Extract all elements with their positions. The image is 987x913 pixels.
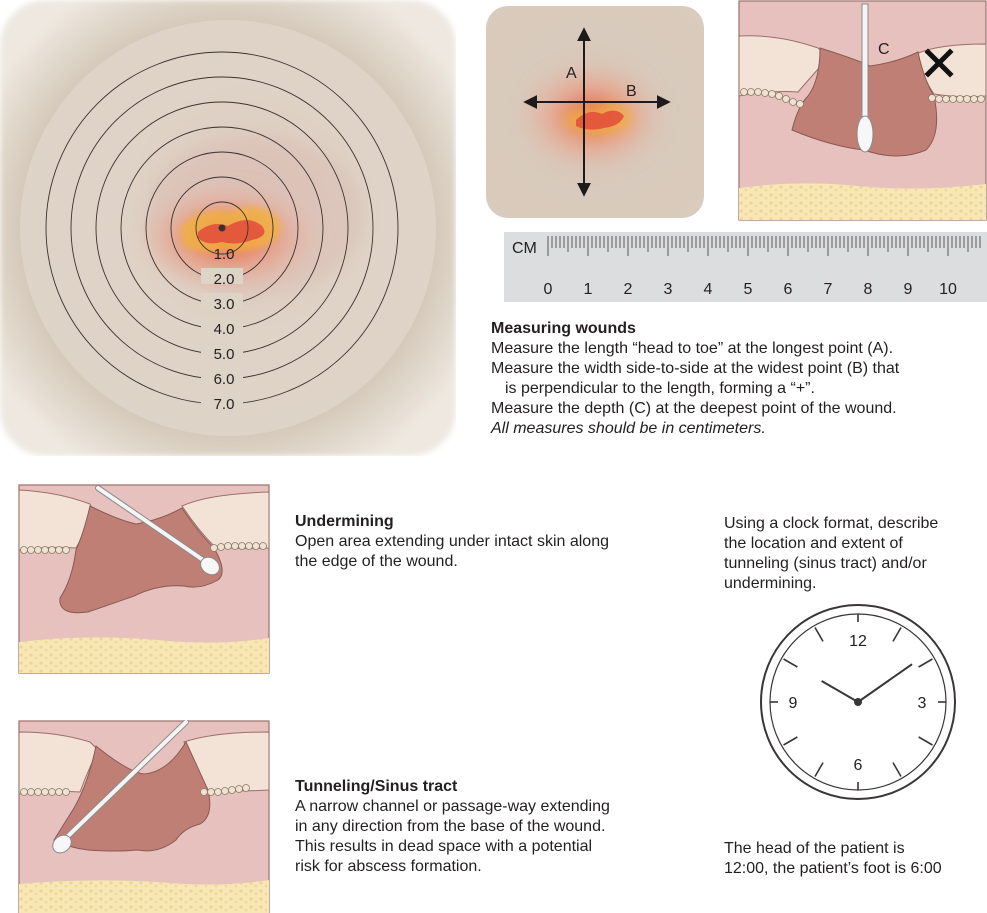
clock-number-3: 3 — [918, 695, 927, 712]
clock-number-9: 9 — [789, 695, 798, 712]
ruler-number: 2 — [624, 281, 633, 298]
tunneling-line-2: in any direction from the base of the wo… — [295, 818, 606, 835]
axis-a-label: A — [566, 65, 577, 82]
x-mark-icon — [924, 48, 954, 78]
undermining-diagram — [18, 484, 270, 674]
clock-face: 12 3 6 9 — [760, 604, 956, 800]
ruler-body — [504, 232, 987, 302]
ruler-number: 7 — [824, 281, 833, 298]
tunneling-heading: Tunneling/Sinus tract — [295, 778, 458, 795]
clock-tick — [892, 762, 902, 777]
wound-measurement-target: 1.0 2.0 3.0 4.0 5.0 6.0 7.0 — [0, 0, 456, 456]
center-dot — [218, 224, 226, 232]
clock-tick — [918, 658, 933, 668]
clock-intro-4: undermining. — [724, 575, 817, 592]
ruler-number: 10 — [939, 281, 957, 298]
undermining-text-block: Undermining Open area extending under in… — [295, 512, 715, 572]
depth-probe-shaft — [861, 3, 869, 121]
clock-tick — [814, 762, 824, 777]
clock-caption: The head of the patient is 12:00, the pa… — [724, 839, 987, 879]
ring-label-1: 1.0 — [214, 246, 235, 263]
ring-label-5: 5.0 — [214, 346, 235, 363]
fat-layer — [739, 183, 986, 220]
measuring-line-4: All measures should be in centimeters. — [491, 420, 766, 437]
measuring-line-2a: Measure the width side-to-side at the wi… — [491, 360, 900, 377]
clock-tick — [814, 627, 824, 642]
measuring-line-3: Measure the depth (C) at the deepest poi… — [491, 400, 897, 417]
clock-tick — [783, 658, 798, 668]
ruler-number: 0 — [544, 281, 553, 298]
ring-label-2: 2.0 — [214, 271, 235, 288]
measuring-text-block: Measuring wounds Measure the length “hea… — [491, 319, 987, 439]
cell-row — [740, 88, 985, 108]
ruler-numbers: 0 1 2 3 4 5 6 7 8 9 10 — [544, 281, 957, 298]
clock-number-12: 12 — [849, 633, 867, 650]
clock-minute-hand — [857, 663, 913, 703]
depth-probe-tip — [856, 115, 874, 153]
measuring-heading: Measuring wounds — [491, 320, 636, 337]
clock-number-6: 6 — [854, 757, 863, 774]
clock-intro-3: tunneling (sinus tract) and/or — [724, 555, 927, 572]
ruler-number: 6 — [784, 281, 793, 298]
clock-center-pin — [854, 698, 862, 706]
length-width-diagram: A B — [486, 6, 704, 218]
depth-cross-section: C — [738, 0, 987, 221]
measuring-line-1: Measure the length “head to toe” at the … — [491, 340, 894, 357]
ruler-number: 4 — [704, 281, 713, 298]
clock-ticks — [770, 614, 946, 790]
ruler-number: 1 — [584, 281, 593, 298]
ruler-number: 3 — [664, 281, 673, 298]
ruler-number: 9 — [904, 281, 913, 298]
undermining-line-1: Open area extending under intact skin al… — [295, 533, 609, 550]
tunneling-line-3: This results in dead space with a potent… — [295, 838, 593, 855]
clock-caption-2: 12:00, the patient’s foot is 6:00 — [724, 860, 942, 877]
ruler-ticks — [547, 236, 981, 256]
ring-label-7: 7.0 — [214, 396, 235, 413]
undermining-line-2: the edge of the wound. — [295, 553, 458, 570]
tunneling-wound — [53, 740, 211, 852]
tunneling-diagram — [18, 720, 270, 913]
undermining-wound — [59, 505, 223, 614]
tunneling-line-4: risk for abscess formation. — [295, 858, 482, 875]
tunneling-text-block: Tunneling/Sinus tract A narrow channel o… — [295, 777, 715, 877]
ruler-number: 5 — [744, 281, 753, 298]
undermining-heading: Undermining — [295, 513, 394, 530]
depth-c-label: C — [878, 41, 890, 58]
axis-b-label: B — [626, 83, 637, 100]
ring-label-6: 6.0 — [214, 371, 235, 388]
cm-ruler: CM 0 1 2 3 4 5 6 7 8 9 10 — [504, 232, 987, 302]
clock-intro-2: the location and extent of — [724, 535, 903, 552]
ring-label-4: 4.0 — [214, 321, 235, 338]
clock-hour-hand — [821, 680, 859, 703]
clock-tick — [918, 736, 933, 746]
clock-intro-1: Using a clock format, describe — [724, 515, 939, 532]
clock-tick — [892, 627, 902, 642]
ruler-unit: CM — [512, 240, 537, 257]
tunneling-line-1: A narrow channel or passage-way extendin… — [295, 798, 610, 815]
ruler-number: 8 — [864, 281, 873, 298]
clock-tick — [783, 736, 798, 746]
ring-label-3: 3.0 — [214, 296, 235, 313]
clock-caption-1: The head of the patient is — [724, 840, 905, 857]
measuring-line-2b: is perpendicular to the length, forming … — [505, 380, 815, 397]
clock-intro: Using a clock format, describe the locat… — [724, 514, 987, 594]
